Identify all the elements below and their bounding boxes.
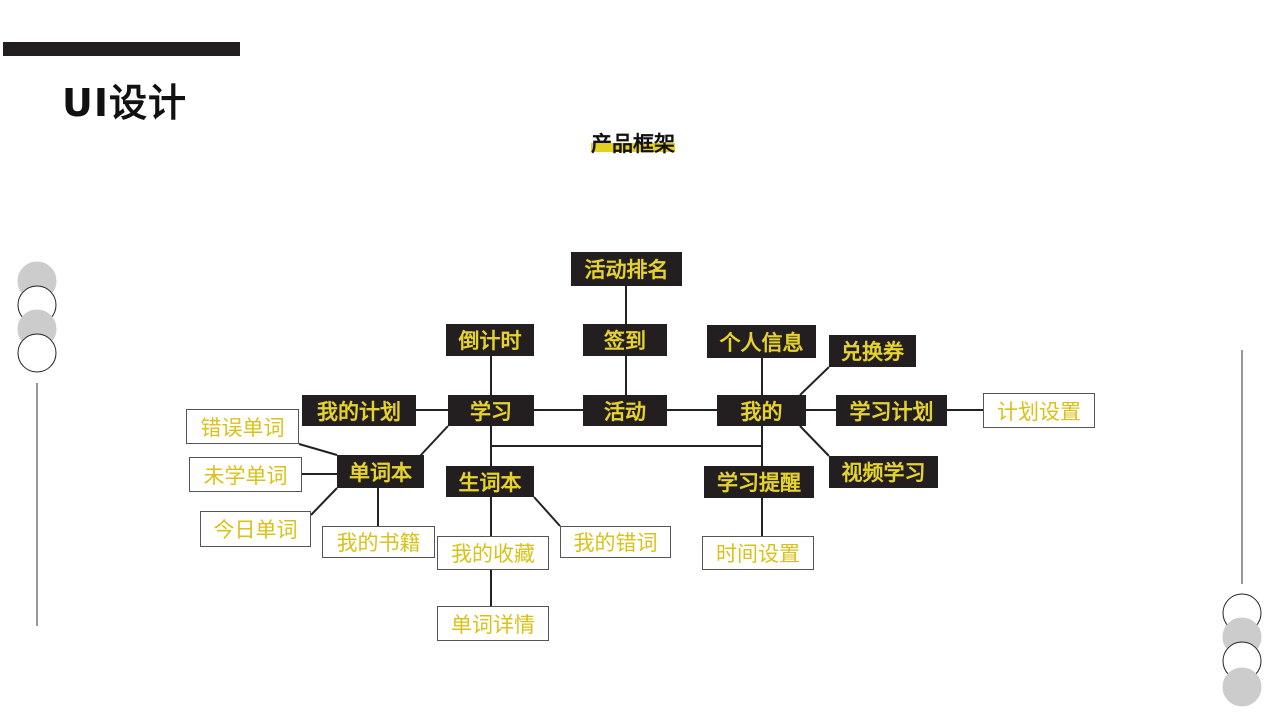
node-my-mistakes: 我的错词	[560, 526, 671, 558]
node-countdown: 倒计时	[446, 324, 534, 356]
link-mine-video	[799, 425, 830, 457]
top-accent-bar	[3, 42, 240, 56]
node-coupon: 兑换券	[829, 335, 916, 367]
link-today-wordbook	[310, 487, 338, 516]
left-circle-4	[17, 333, 57, 373]
node-personal-info: 个人信息	[707, 325, 816, 358]
node-unlearned-words: 未学单词	[189, 457, 302, 492]
node-word-detail: 单词详情	[437, 606, 549, 641]
node-time-setting: 时间设置	[702, 536, 814, 570]
node-activity-ranking: 活动排名	[571, 252, 682, 286]
node-plan-setting: 计划设置	[983, 393, 1095, 428]
node-mine: 我的	[717, 395, 806, 426]
link-wrongwords-wordbook	[298, 443, 338, 456]
node-study-plan: 学习计划	[836, 395, 947, 426]
node-wrong-words: 错误单词	[186, 409, 299, 444]
node-today-words: 今日单词	[200, 511, 311, 547]
node-new-words: 生词本	[446, 466, 534, 497]
left-circle-stack	[17, 261, 57, 373]
right-circle-4	[1222, 667, 1262, 707]
page-title: UI设计	[62, 81, 187, 125]
node-video-study: 视频学习	[829, 456, 938, 488]
link-study-wordbook	[419, 425, 449, 457]
node-my-favorites: 我的收藏	[437, 536, 549, 570]
node-study-reminder: 学习提醒	[704, 466, 814, 498]
link-newwords-mistakes	[533, 496, 561, 527]
node-my-books: 我的书籍	[322, 526, 435, 558]
node-sign-in: 签到	[583, 324, 667, 356]
node-my-plan: 我的计划	[302, 395, 416, 426]
link-mine-coupon	[799, 366, 830, 396]
section-title-text: 产品框架	[591, 132, 675, 156]
right-circle-stack	[1222, 593, 1262, 707]
node-activity: 活动	[583, 395, 667, 426]
node-word-book: 单词本	[337, 455, 424, 488]
section-title: 产品框架	[591, 128, 675, 158]
node-study: 学习	[448, 395, 534, 426]
